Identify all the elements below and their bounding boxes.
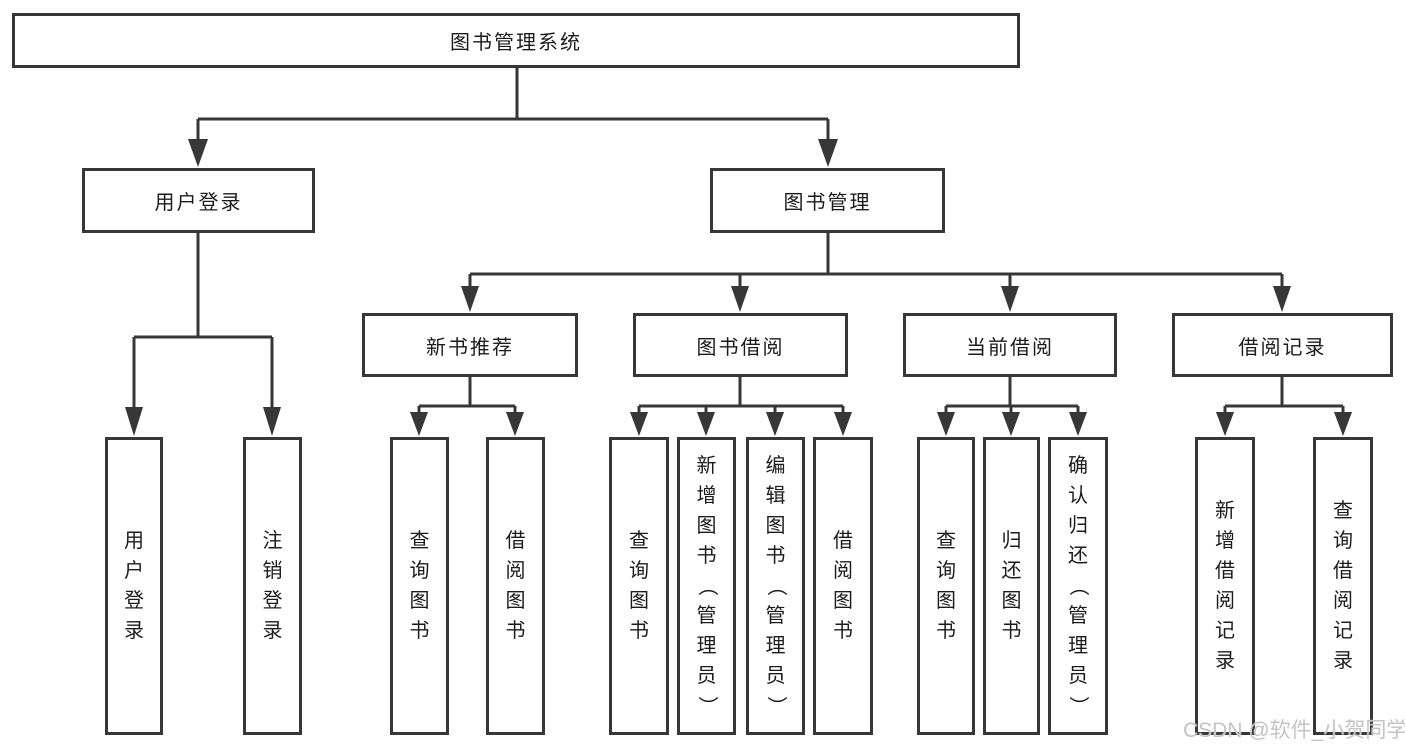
node-label: 图书管理系统 [450,32,582,54]
leaf-add-borrow-record: 新增借阅记录 [1195,437,1255,735]
node-book-management: 图书管理 [710,168,945,233]
leaf-borrow-books: 借阅图书 [813,437,873,735]
node-label: 当前借阅 [966,336,1054,359]
node-label: 用户登录 [154,192,243,214]
leaf-add-books-admin: 新增图书（管理员） [677,437,736,735]
node-current-borrowing: 当前借阅 [903,313,1117,377]
leaf-user-login: 用户登录 [105,437,163,735]
node-label: 图书借阅 [696,336,785,359]
node-label: 新书推荐 [426,336,514,359]
node-book-borrowing: 图书借阅 [633,313,848,377]
leaf-logout: 注销登录 [243,437,302,735]
leaf-query-books: 查询图书 [917,437,975,735]
node-label: 借阅记录 [1238,336,1327,359]
leaf-borrow-books: 借阅图书 [486,437,545,735]
leaf-edit-books-admin: 编辑图书（管理员） [746,437,805,735]
node-user-login: 用户登录 [82,168,315,233]
node-label: 图书管理 [783,192,872,214]
arrowhead-group [125,139,1352,436]
node-new-book-recommendation: 新书推荐 [362,313,578,377]
leaf-return-books: 归还图书 [983,437,1040,735]
watermark: CSDN @软件_小贺同学 [1183,719,1405,742]
leaf-query-books: 查询图书 [609,437,669,735]
leaf-confirm-return-admin: 确认归还（管理员） [1048,437,1108,735]
node-borrowing-records: 借阅记录 [1172,313,1393,377]
leaf-query-borrow-record: 查询借阅记录 [1313,437,1373,735]
node-library-management-system: 图书管理系统 [12,13,1020,68]
leaf-query-books: 查询图书 [390,437,449,735]
